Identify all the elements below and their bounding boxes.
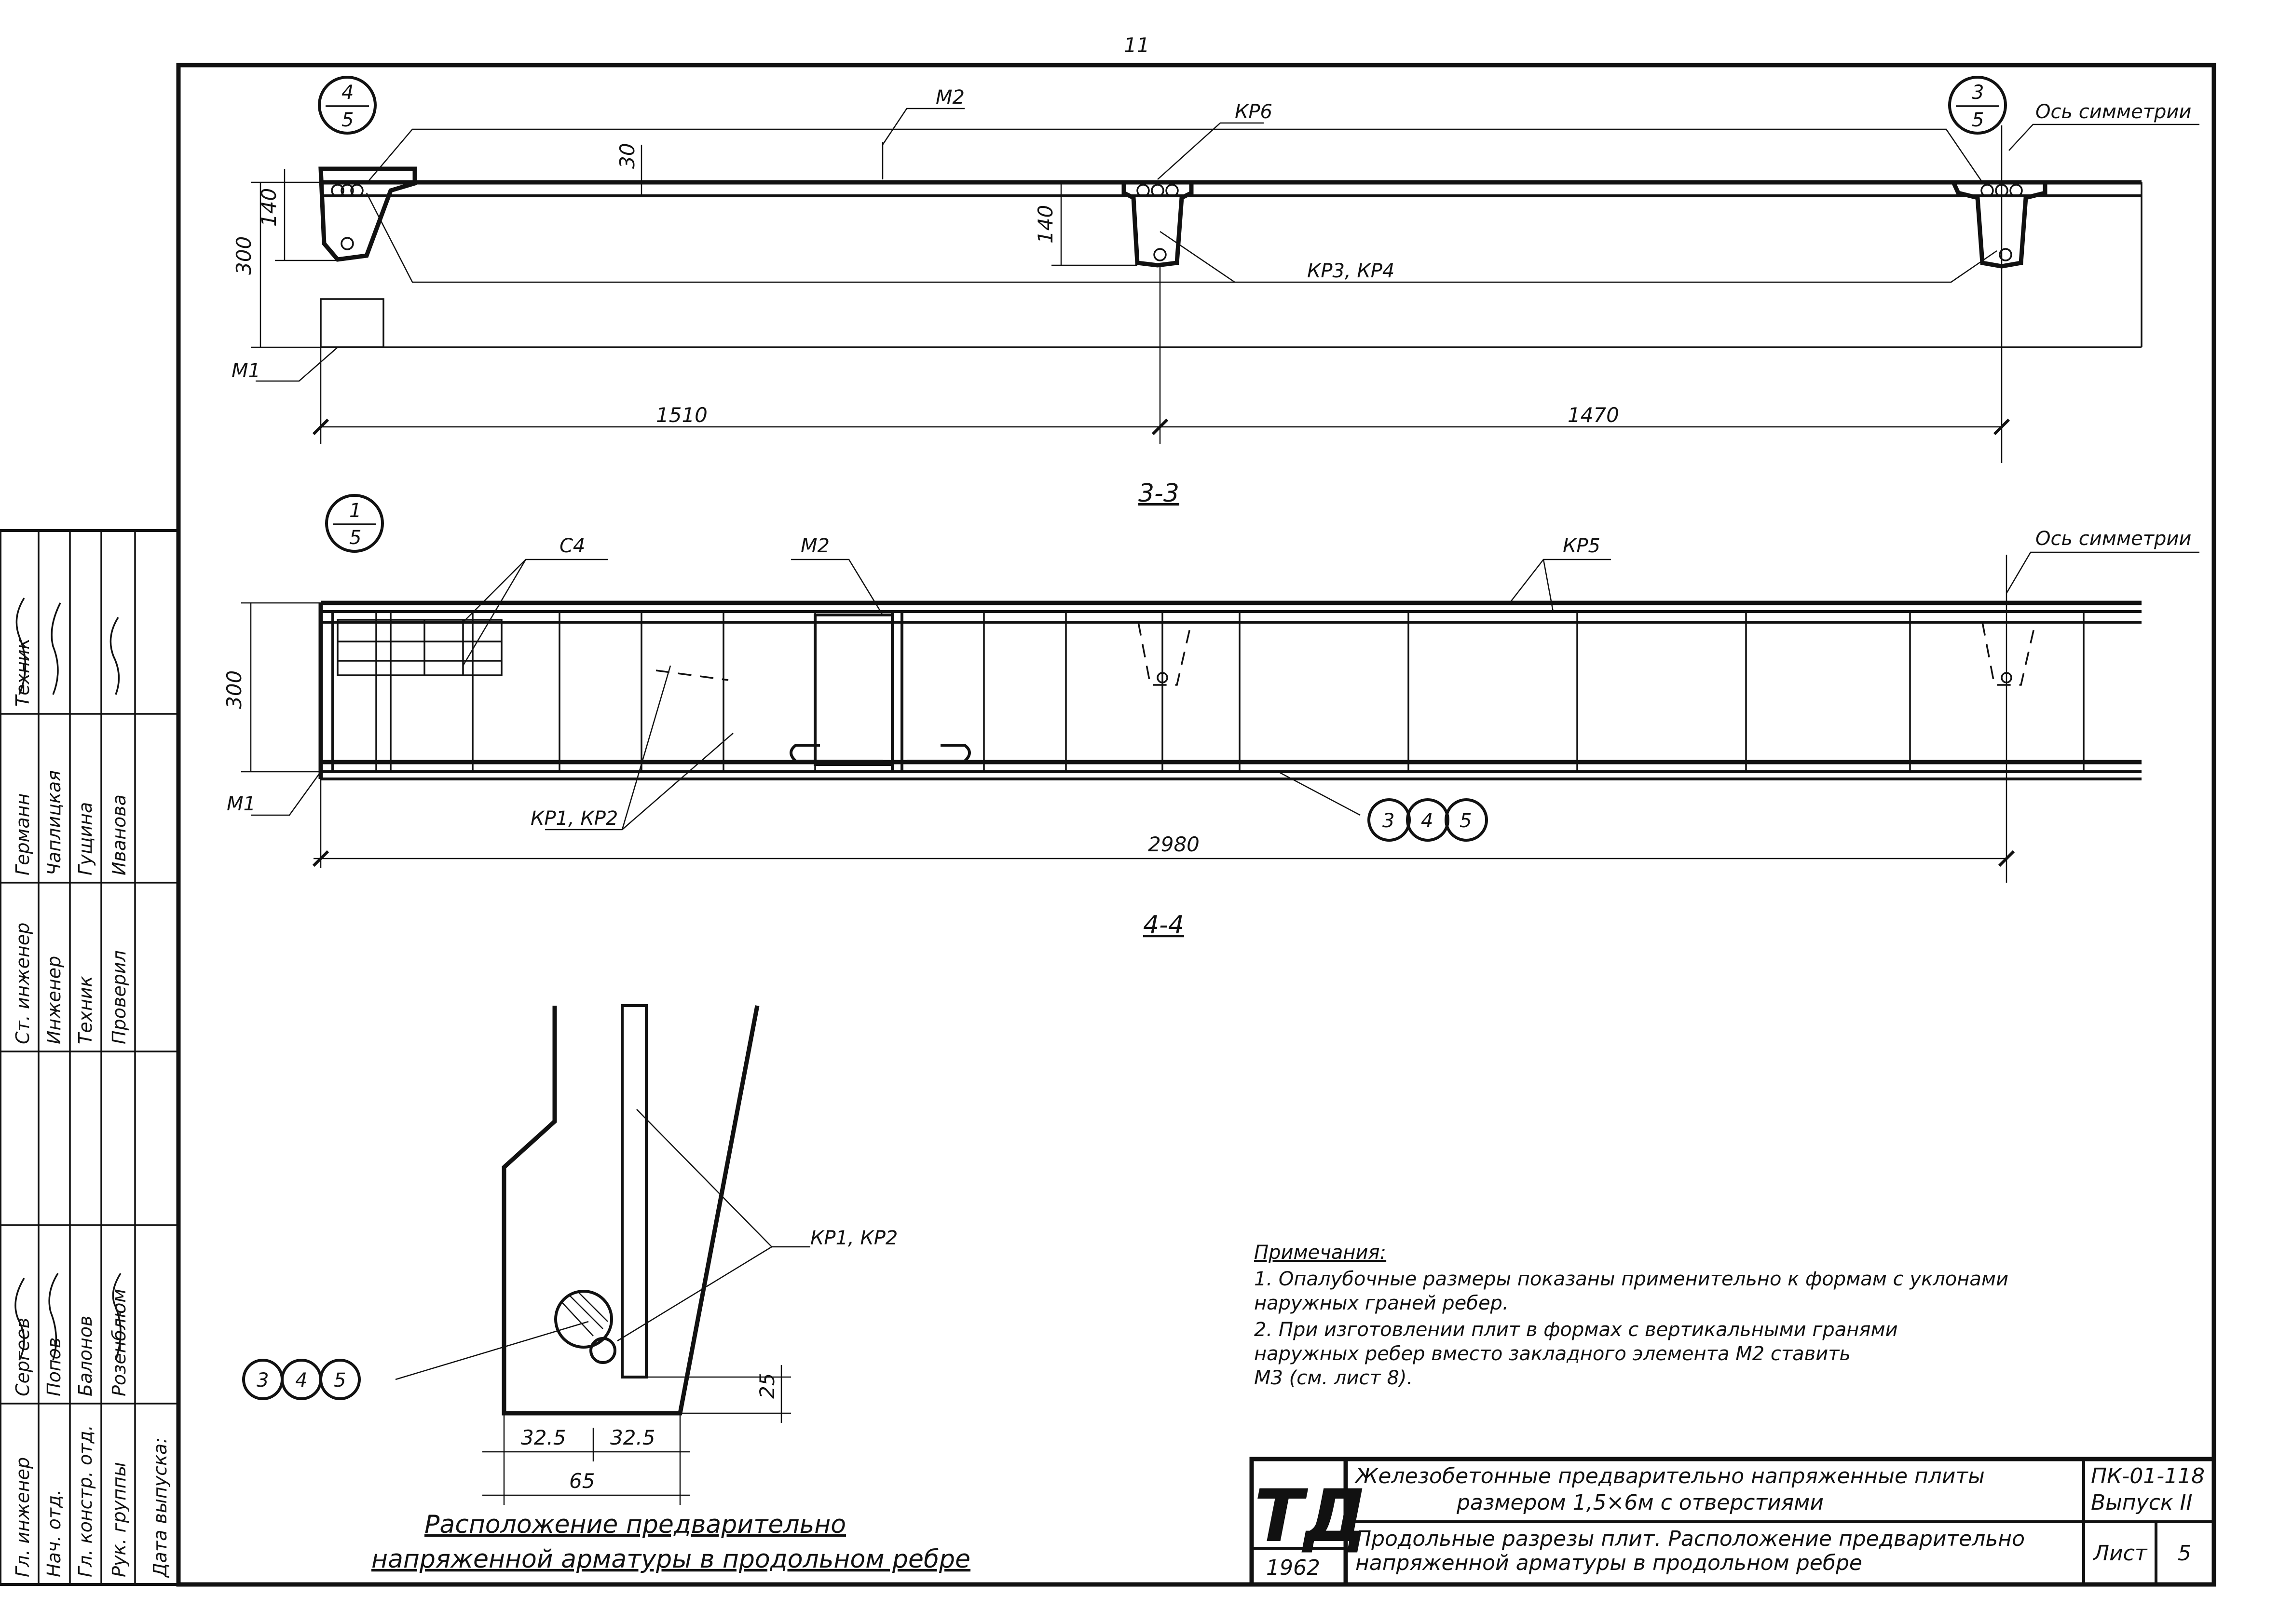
detail-caption-line1: Расположение предварительно (424, 1510, 846, 1539)
signature (14, 1273, 122, 1361)
dim-cover: 25 (755, 1373, 779, 1399)
stamp-role: Гл. констр. отд. (75, 1425, 96, 1577)
stamp-name: Чаплицкая (43, 770, 65, 875)
tb-code: ПК-01-118 (2091, 1464, 2205, 1488)
label-kr1-kr2: КР1, КР2 (810, 1227, 898, 1249)
middle-rib (1121, 180, 1194, 268)
callout-3-5: 3 5 (1948, 76, 2007, 135)
tb-subtitle-line1: Продольные разрезы плит. Расположение пр… (1355, 1527, 2025, 1551)
dim-half-left: 32.5 (521, 1426, 566, 1449)
tb-subtitle-line2: напряженной арматуры в продольном ребре (1355, 1551, 1862, 1575)
title-block: ТД 1962 Железобетонные предварительно на… (1249, 1457, 2216, 1587)
signature (15, 598, 120, 695)
stirrups (375, 612, 2085, 772)
tb-year: 1962 (1266, 1556, 1320, 1580)
notes-heading: Примечания: (1254, 1242, 1386, 1264)
marker-5: 5 (334, 1369, 346, 1392)
dim-rib: 140 (257, 188, 281, 227)
label-m2: М2 (936, 86, 965, 109)
marker-3: 3 (257, 1369, 269, 1392)
section-title-4-4: 4-4 (1143, 911, 1184, 940)
label-m2: М2 (801, 535, 830, 557)
note-line: М3 (см. лист 8). (1254, 1367, 1413, 1389)
note-line: 2. При изготовлении плит в формах с верт… (1254, 1319, 1898, 1341)
callout-num: 3 (1972, 82, 1984, 104)
detail-caption-line2: напряженной арматуры в продольном ребре (371, 1545, 970, 1574)
dim-height: 300 (232, 236, 256, 275)
callout-den: 5 (341, 109, 354, 131)
label-m1: М1 (232, 360, 260, 382)
tb-sheet-number: 5 (2178, 1541, 2191, 1566)
callout-num: 1 (349, 500, 361, 522)
note-line: 1. Опалубочные размеры показаны применит… (1254, 1268, 2008, 1290)
section-4-4: 1 5 (222, 494, 2199, 940)
stamp-role: Техник (75, 976, 96, 1044)
rebar-markers: 3 4 5 (1367, 798, 1488, 842)
dim-flange: 30 (615, 143, 639, 169)
tb-title-line1: Железобетонные предварительно напряженны… (1354, 1464, 1985, 1488)
stamp-name: Иванова (109, 794, 130, 875)
label-kr5: КР5 (1563, 535, 1600, 557)
stamp-name: Гущина (75, 802, 96, 875)
dim-half-right: 32.5 (610, 1426, 655, 1449)
tb-issue: Выпуск II (2091, 1490, 2192, 1515)
stamp-role: Дата выпуска: (150, 1437, 171, 1578)
callout-den: 5 (349, 527, 361, 549)
dim-left-span: 1510 (656, 403, 708, 427)
rib-detail: КР1, КР2 3 4 5 25 32.5 32.5 65 Расположе… (242, 1004, 970, 1574)
stamp-name: Балонов (75, 1316, 96, 1396)
section-title-3-3: 3-3 (1138, 479, 1179, 508)
callout-4-5: 4 5 (318, 76, 377, 135)
right-rib (1950, 180, 2047, 269)
marker-4: 4 (1421, 810, 1433, 832)
sheet-frame (176, 63, 2216, 1587)
dim-rib-mid: 140 (1034, 205, 1057, 244)
tb-sheet-label: Лист (2092, 1541, 2148, 1566)
stamp-role: Нач. отд. (43, 1489, 65, 1577)
note-line: наружных ребер вместо закладного элемент… (1254, 1343, 1851, 1365)
label-kr6: КР6 (1235, 101, 1272, 123)
stamp-role: Проверил (109, 950, 130, 1044)
left-rib (318, 166, 417, 262)
callout-1-5: 1 5 (325, 494, 384, 553)
dim-length: 2980 (1148, 832, 1200, 856)
label-c4: С4 (560, 535, 585, 557)
stamp-role: Ст. инженер (12, 923, 33, 1044)
stamp-role: Гл. инженер (12, 1457, 33, 1577)
axis-of-symmetry-label: Ось симметрии (2035, 101, 2191, 123)
tb-title-line2: размером 1,5×6м с отверстиями (1456, 1490, 1824, 1515)
stamp-role: Рук. группы (109, 1462, 130, 1577)
axis-of-symmetry-label: Ось симметрии (2035, 528, 2191, 550)
logo-td: ТД (1254, 1474, 1368, 1558)
callout-den: 5 (1972, 109, 1984, 131)
stamp-role: Инженер (43, 956, 65, 1044)
label-kr3-kr4: КР3, КР4 (1307, 260, 1394, 282)
section-3-3: 4 5 3 5 (232, 76, 2199, 508)
dim-right-span: 1470 (1568, 403, 1619, 427)
label-m1: М1 (227, 793, 256, 815)
marker-5: 5 (1460, 810, 1472, 832)
dim-width: 65 (569, 1469, 595, 1493)
marker-3: 3 (1382, 810, 1394, 832)
page-number: 11 (1124, 33, 1149, 57)
note-line: наружных граней ребер. (1254, 1292, 1509, 1314)
callout-num: 4 (341, 82, 354, 104)
side-stamp: Гл. инженер Нач. отд. Гл. констр. отд. Р… (0, 529, 180, 1586)
rebar-markers: 3 4 5 (242, 1359, 361, 1400)
notes: Примечания: 1. Опалубочные размеры показ… (1254, 1242, 2008, 1389)
stamp-name: Попов (43, 1337, 65, 1396)
dim-height: 300 (222, 670, 246, 709)
label-kr1-kr2: КР1, КР2 (531, 807, 618, 830)
stamp-name: Германн (12, 793, 33, 875)
marker-4: 4 (295, 1369, 307, 1392)
